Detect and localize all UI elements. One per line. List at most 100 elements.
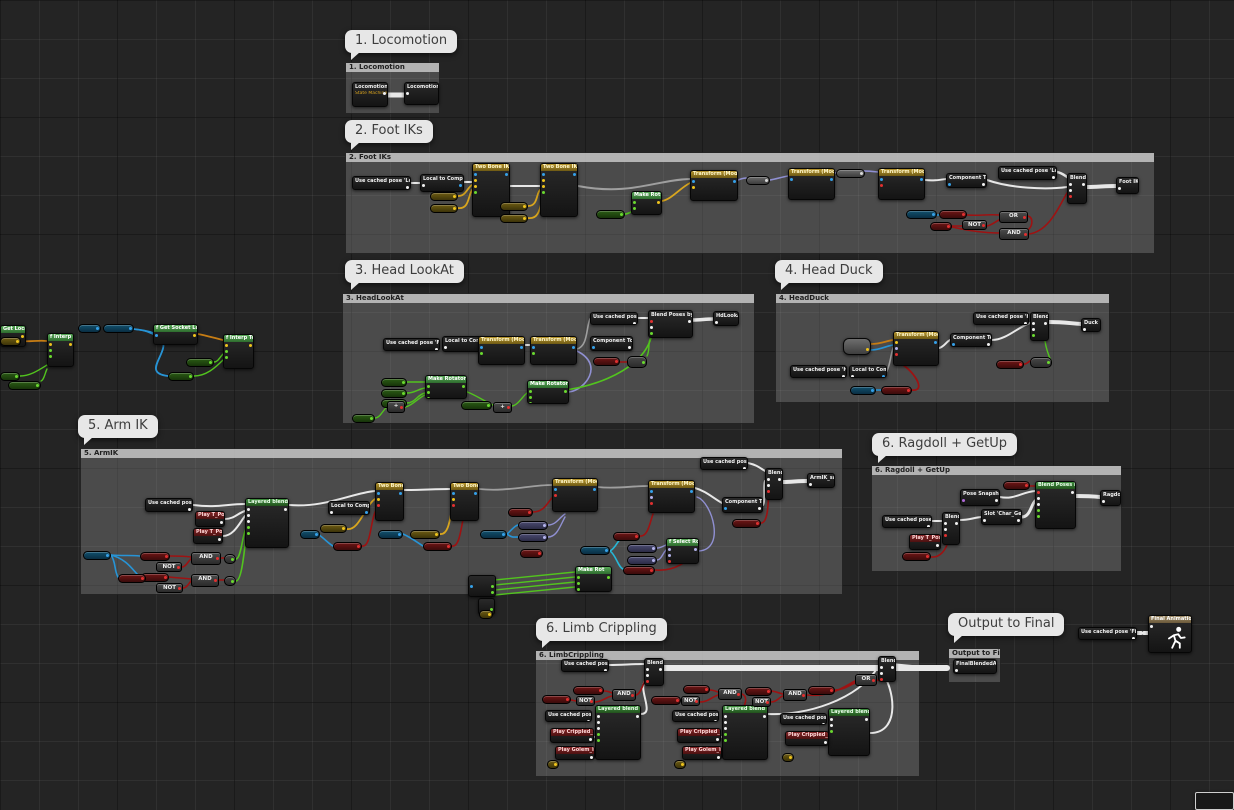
input-pin[interactable] bbox=[406, 92, 409, 95]
logic-node-and[interactable]: AND bbox=[783, 689, 807, 701]
input-pin[interactable] bbox=[247, 526, 250, 529]
output-pin[interactable] bbox=[842, 375, 845, 377]
blue-variable-pill[interactable] bbox=[906, 210, 937, 219]
node-transform-modify-bone[interactable]: Transform (Modify) Bone bbox=[788, 168, 835, 200]
input-pin[interactable] bbox=[633, 201, 636, 204]
input-pin[interactable] bbox=[880, 678, 883, 681]
input-pin[interactable] bbox=[529, 402, 532, 403]
output-pin[interactable] bbox=[657, 201, 660, 204]
input-pin[interactable] bbox=[767, 484, 770, 487]
logic-node-[interactable]: + bbox=[493, 402, 512, 413]
output-pin[interactable] bbox=[520, 346, 523, 349]
blue-variable-pill[interactable] bbox=[480, 530, 507, 539]
node-foot-iks[interactable]: Foot IKs bbox=[1116, 177, 1139, 194]
input-pin[interactable] bbox=[1069, 183, 1072, 186]
input-pin[interactable] bbox=[724, 507, 727, 510]
output-pin[interactable] bbox=[249, 344, 252, 347]
input-pin[interactable] bbox=[470, 585, 473, 588]
input-pin[interactable] bbox=[474, 173, 477, 176]
yellow-variable-pill[interactable] bbox=[0, 337, 21, 346]
input-pin[interactable] bbox=[650, 490, 653, 493]
input-pin[interactable] bbox=[225, 356, 228, 359]
output-pin[interactable] bbox=[882, 375, 885, 377]
node-use-cached-pose-hdlookat[interactable]: Use cached pose 'HdLookAt' bbox=[790, 365, 847, 378]
node[interactable] bbox=[843, 338, 871, 355]
output-pin[interactable] bbox=[778, 478, 781, 481]
blue-variable-pill[interactable] bbox=[378, 530, 403, 539]
comment-title[interactable]: 6. Ragdoll + GetUp bbox=[872, 466, 1121, 475]
input-pin[interactable] bbox=[633, 207, 636, 210]
node-layered-blend-per-bone[interactable]: Layered blend per bone bbox=[828, 708, 870, 756]
node-f-interp-to[interactable]: f Interp To bbox=[47, 333, 74, 367]
output-pin[interactable] bbox=[284, 508, 287, 511]
output-pin[interactable] bbox=[491, 585, 494, 588]
output-pin[interactable] bbox=[824, 741, 827, 744]
input-pin[interactable] bbox=[724, 739, 727, 742]
input-pin[interactable] bbox=[1037, 497, 1040, 500]
input-pin[interactable] bbox=[49, 355, 52, 358]
red-variable-pill[interactable] bbox=[939, 210, 967, 219]
input-pin[interactable] bbox=[532, 352, 535, 355]
input-pin[interactable] bbox=[830, 718, 833, 721]
input-pin[interactable] bbox=[1037, 503, 1040, 506]
node-hdlookat[interactable]: HdLookAt bbox=[713, 311, 739, 326]
node[interactable] bbox=[1195, 792, 1234, 810]
red-variable-pill[interactable] bbox=[118, 574, 146, 583]
input-pin[interactable] bbox=[944, 534, 947, 537]
blue-variable-pill[interactable] bbox=[580, 546, 610, 555]
node-two-bone-ik[interactable]: Two Bone IK bbox=[540, 163, 578, 217]
red-variable-pill[interactable] bbox=[333, 542, 362, 551]
input-pin[interactable] bbox=[650, 332, 653, 335]
input-pin[interactable] bbox=[532, 346, 535, 349]
node-f-get-socket-location[interactable]: f Get Socket Location bbox=[153, 324, 198, 345]
red-variable-pill[interactable] bbox=[1003, 481, 1030, 490]
output-pin[interactable] bbox=[690, 490, 693, 493]
red-variable-pill[interactable] bbox=[520, 549, 543, 558]
input-pin[interactable] bbox=[1037, 515, 1040, 518]
input-pin[interactable] bbox=[474, 179, 477, 182]
input-pin[interactable] bbox=[790, 178, 793, 181]
red-variable-pill[interactable] bbox=[423, 542, 452, 551]
input-pin[interactable] bbox=[49, 343, 52, 346]
input-pin[interactable] bbox=[597, 721, 600, 724]
input-pin[interactable] bbox=[1032, 328, 1035, 331]
comment-title[interactable]: 6. LimbCrippling bbox=[536, 651, 919, 660]
output-pin[interactable] bbox=[1132, 637, 1135, 639]
yellow-variable-pill[interactable] bbox=[782, 753, 794, 762]
input-pin[interactable] bbox=[962, 499, 965, 502]
output-pin[interactable] bbox=[636, 715, 639, 718]
input-pin[interactable] bbox=[724, 721, 727, 724]
green-variable-pill[interactable] bbox=[352, 414, 375, 423]
node-use-cached-pose-locomotionsav[interactable]: Use cached pose 'LocomotionSav' bbox=[998, 166, 1057, 180]
green-variable-pill[interactable] bbox=[381, 389, 407, 398]
input-pin[interactable] bbox=[480, 352, 483, 355]
output-pin[interactable] bbox=[459, 184, 462, 187]
node-ragdoll[interactable]: Ragdoll bbox=[1100, 490, 1121, 506]
input-pin[interactable] bbox=[983, 519, 986, 522]
comment-bubble-output-to-final[interactable]: Output to Final bbox=[948, 613, 1065, 643]
input-pin[interactable] bbox=[955, 669, 958, 672]
comment-title[interactable]: 4. HeadDuck bbox=[776, 294, 1109, 303]
red-variable-pill[interactable] bbox=[573, 686, 604, 695]
output-pin[interactable] bbox=[822, 723, 825, 724]
input-pin[interactable] bbox=[880, 666, 883, 669]
comment-bubble-1-locomotion[interactable]: 1. Locomotion bbox=[345, 30, 458, 60]
node-local-to-component[interactable]: Local to Component bbox=[328, 501, 370, 515]
input-pin[interactable] bbox=[377, 492, 380, 495]
node-transform-modify-bone[interactable]: Transform (Modify) Bone bbox=[893, 331, 939, 366]
input-pin[interactable] bbox=[1083, 328, 1086, 331]
input-pin[interactable] bbox=[1032, 322, 1035, 325]
node-blend-poses-by-bool[interactable]: Blend Poses by bool bbox=[1035, 481, 1076, 529]
node-use-cached-pose-ragdoll[interactable]: Use cached pose 'Ragdoll' bbox=[672, 710, 719, 722]
input-pin[interactable] bbox=[646, 668, 649, 671]
input-pin[interactable] bbox=[646, 674, 649, 677]
node-transform-modify-bone[interactable]: Transform (Modify) Bone bbox=[648, 480, 695, 513]
input-pin[interactable] bbox=[444, 346, 447, 349]
yellow-variable-pill[interactable] bbox=[674, 760, 686, 769]
node-component-to-local[interactable]: Component To Local bbox=[722, 497, 763, 513]
output-pin[interactable] bbox=[1052, 176, 1055, 179]
node-component-to-local[interactable]: Component To Local bbox=[946, 173, 987, 188]
output-pin[interactable] bbox=[218, 538, 221, 541]
input-pin[interactable] bbox=[650, 320, 653, 323]
input-pin[interactable] bbox=[650, 326, 653, 329]
